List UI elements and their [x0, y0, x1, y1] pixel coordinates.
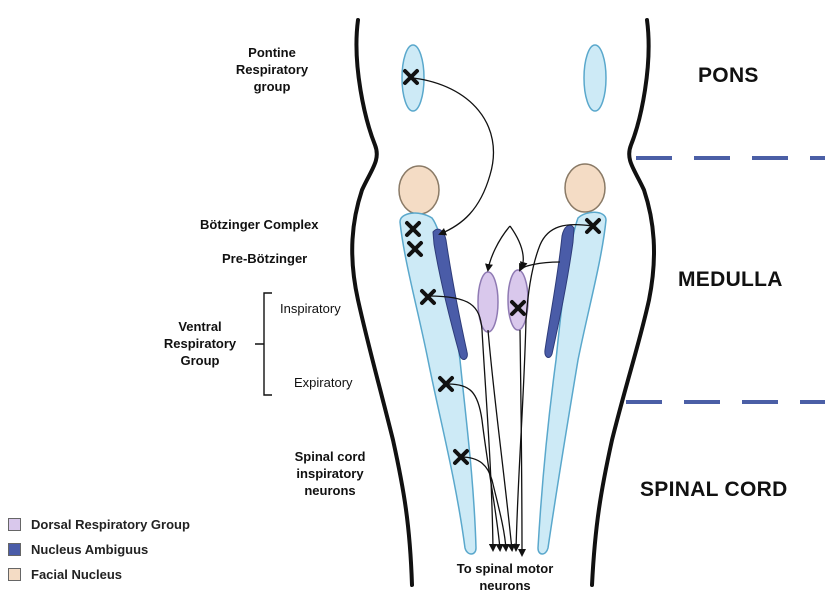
legend-swatch-facial [8, 568, 21, 581]
vrg-bracket [255, 293, 272, 395]
projection-to-dorsal-left [488, 226, 510, 270]
projection-to-dorsal-right [510, 226, 523, 268]
region-spinal-cord-label: SPINAL CORD [640, 478, 788, 502]
legend-swatch-dorsal [8, 518, 21, 531]
to-spinal-motor-label: To spinal motor neurons [420, 560, 590, 594]
brainstem-outline-left [352, 20, 412, 585]
projection-right-to-medulla [520, 262, 560, 270]
legend-item-facial: Facial Nucleus [8, 567, 122, 582]
facial-nucleus-left [399, 166, 439, 214]
descending-tract-6 [516, 320, 526, 550]
spinal-cord-inspiratory-label: Spinal cord inspiratory neurons [280, 448, 380, 499]
legend-label-dorsal: Dorsal Respiratory Group [31, 517, 190, 532]
legend-label-facial: Facial Nucleus [31, 567, 122, 582]
expiratory-label: Expiratory [294, 374, 353, 391]
legend-item-dorsal: Dorsal Respiratory Group [8, 517, 190, 532]
pre-botzinger-label: Pre-Bötzinger [222, 250, 307, 267]
region-pons-label: PONS [698, 64, 759, 88]
vrg-label: Ventral Respiratory Group [150, 318, 250, 369]
dorsal-group-right [508, 270, 528, 330]
inspiratory-label: Inspiratory [280, 300, 341, 317]
legend-item-ambiguus: Nucleus Ambiguus [8, 542, 148, 557]
pontine-group-right [584, 45, 606, 111]
ventral-column-right [538, 212, 606, 554]
region-medulla-label: MEDULLA [678, 268, 783, 292]
pontine-group-label: Pontine Respiratory group [222, 44, 322, 95]
facial-nucleus-right [565, 164, 605, 212]
legend-label-ambiguus: Nucleus Ambiguus [31, 542, 148, 557]
botzinger-label: Bötzinger Complex [200, 216, 318, 233]
legend-swatch-ambiguus [8, 543, 21, 556]
